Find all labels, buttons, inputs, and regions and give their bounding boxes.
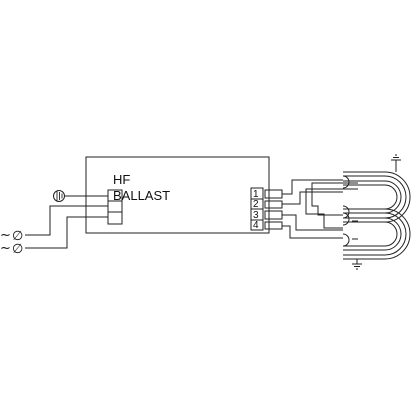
terminal-number-4: 4 xyxy=(253,220,259,231)
terminal-number-2: 2 xyxy=(253,199,259,210)
lower-lamp-earth-icon xyxy=(352,259,362,270)
upper-lamp-earth-icon xyxy=(391,154,401,172)
ballast-box xyxy=(85,156,270,234)
mains-terminal-n-icon: ∅ xyxy=(12,242,23,257)
mains-terminal-l-icon: ∅ xyxy=(12,229,23,244)
lower-lamp xyxy=(342,208,411,260)
terminal-number-3: 3 xyxy=(253,210,259,221)
mains-wiring xyxy=(25,205,108,249)
lamp-wiring xyxy=(282,179,352,239)
mains-tilde-l: ~ xyxy=(0,228,11,243)
ballast-label-line2: BALLAST xyxy=(113,188,170,203)
mains-tilde-n: ~ xyxy=(0,241,11,256)
input-terminal-block xyxy=(107,189,123,225)
earth-terminal-icon xyxy=(53,190,108,202)
output-terminal-block: 1 2 3 4 xyxy=(250,187,283,231)
terminal-number-1: 1 xyxy=(253,189,259,200)
ballast-label-line1: HF xyxy=(113,172,130,187)
mains-input: ~ ~ ∅ ∅ xyxy=(0,228,23,257)
